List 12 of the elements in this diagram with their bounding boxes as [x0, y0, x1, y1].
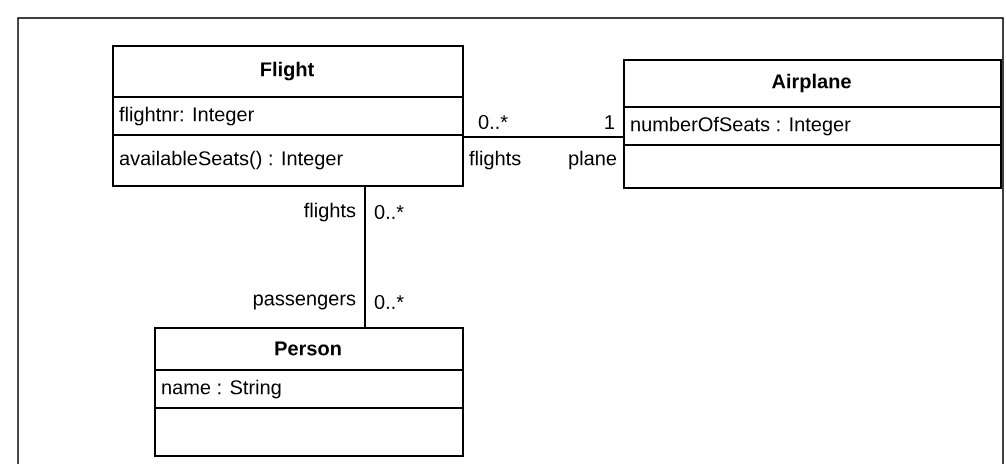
role-label: flights [304, 202, 356, 222]
class-box: Person name : String [153, 327, 464, 457]
role-label: 0..* [374, 294, 404, 310]
role-label: passengers [253, 294, 356, 310]
class-box: Airplane numberOfSeats : Integer [622, 59, 1002, 189]
role-label: plane [569, 150, 617, 170]
role-label: 0..* [374, 204, 404, 220]
role-label: 1 [605, 115, 615, 129]
association-line [364, 186, 366, 328]
role-label: flights [469, 150, 521, 170]
role-label: 0..* [478, 114, 508, 130]
association-line [463, 136, 624, 138]
